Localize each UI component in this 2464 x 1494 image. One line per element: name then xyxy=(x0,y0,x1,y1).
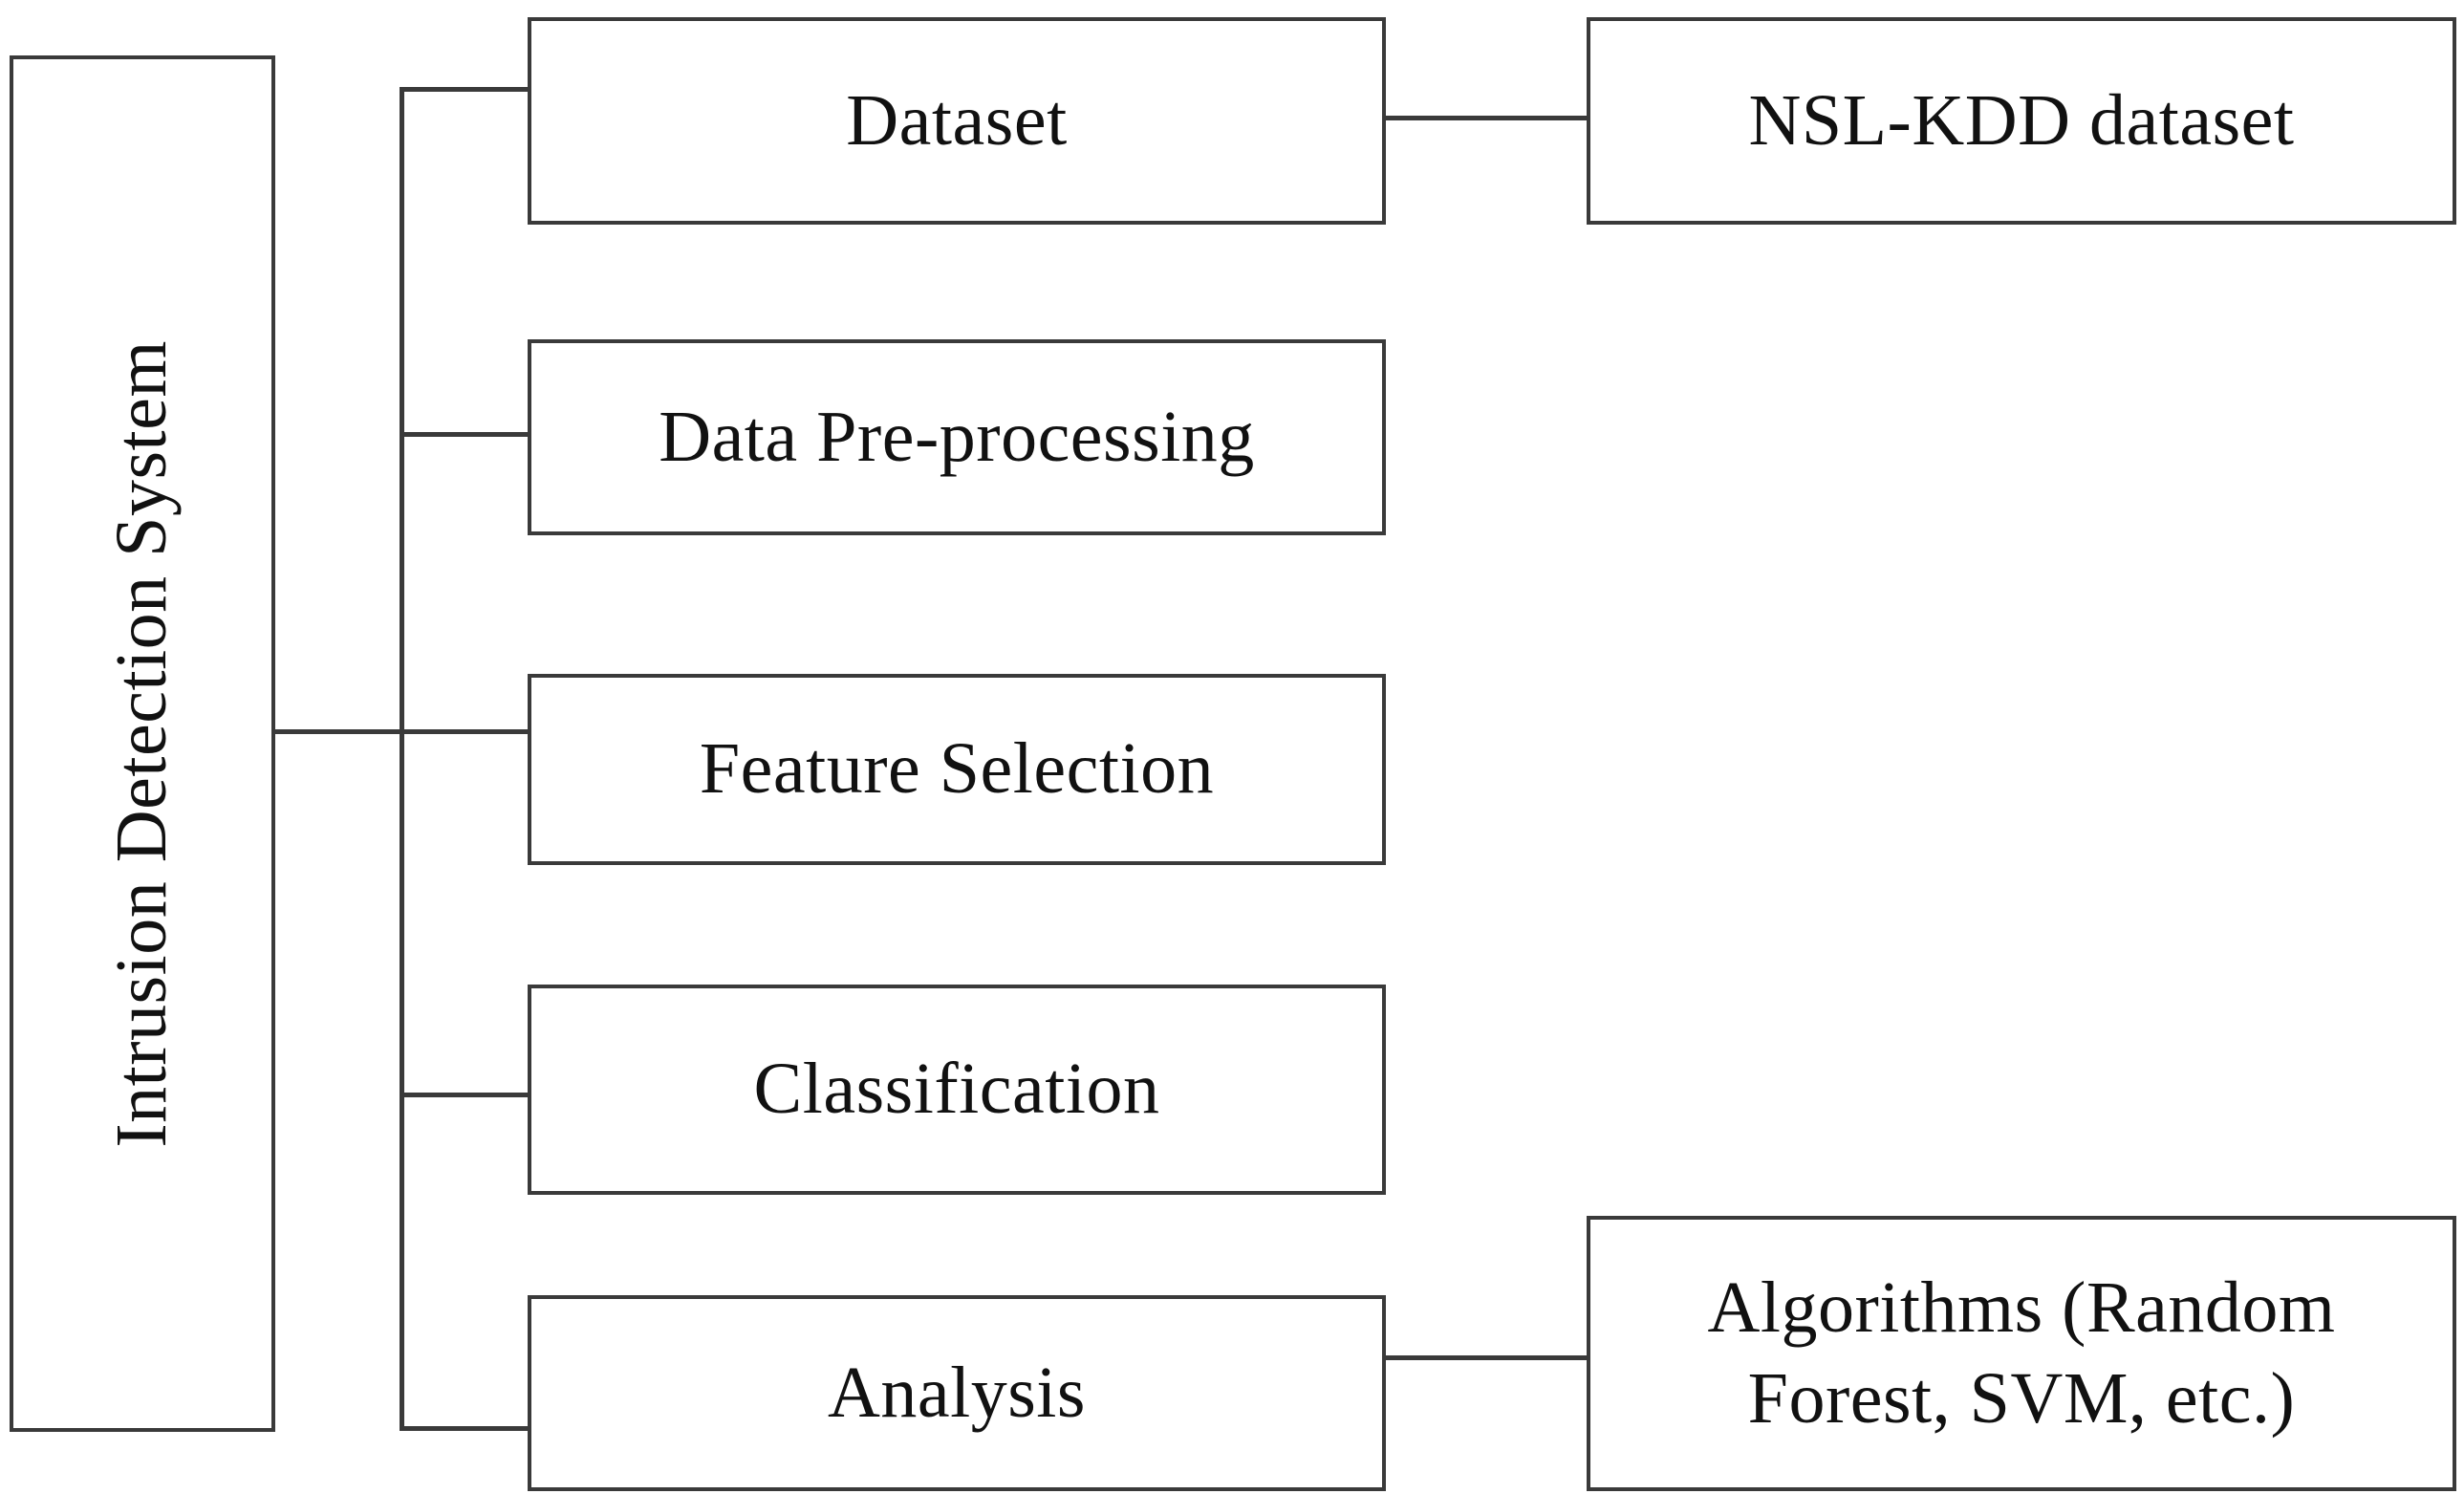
node-label-dataset: Dataset xyxy=(846,79,1068,161)
node-label-algorithms-line1: Algorithms (Random xyxy=(1707,1267,2336,1348)
connector-root-to-trunk xyxy=(273,729,403,734)
node-label-algorithms: Algorithms (Random Forest, SVM, etc.) xyxy=(1696,1263,2346,1444)
connector-trunk-to-preprocessing xyxy=(400,432,530,437)
node-classification[interactable]: Classification xyxy=(528,985,1386,1195)
node-feature-selection[interactable]: Feature Selection xyxy=(528,674,1386,865)
node-data-pre-processing[interactable]: Data Pre-processing xyxy=(528,339,1386,535)
node-algorithms[interactable]: Algorithms (Random Forest, SVM, etc.) xyxy=(1587,1216,2456,1491)
node-label-feature-selection: Feature Selection xyxy=(699,728,1215,810)
connector-analysis-to-algorithms xyxy=(1384,1355,1589,1360)
node-label-nsl-kdd-dataset: NSL-KDD dataset xyxy=(1748,79,2295,161)
node-intrusion-detection-system[interactable]: Intrusion Detection System xyxy=(10,55,275,1432)
node-label-root: Intrusion Detection System xyxy=(101,339,183,1148)
connector-trunk-to-dataset xyxy=(400,87,530,92)
connector-trunk-to-classification xyxy=(400,1093,530,1097)
node-nsl-kdd-dataset[interactable]: NSL-KDD dataset xyxy=(1587,17,2456,225)
connector-dataset-to-nslkdd xyxy=(1384,116,1589,120)
connector-trunk-vertical xyxy=(400,87,404,1431)
node-label-algorithms-line2: Forest, SVM, etc.) xyxy=(1747,1358,2296,1439)
node-label-analysis: Analysis xyxy=(828,1352,1086,1433)
node-label-classification: Classification xyxy=(753,1049,1160,1130)
node-analysis[interactable]: Analysis xyxy=(528,1295,1386,1491)
connector-trunk-to-analysis xyxy=(400,1426,530,1431)
node-dataset[interactable]: Dataset xyxy=(528,17,1386,225)
connector-trunk-to-feature xyxy=(400,729,530,734)
node-label-preprocessing: Data Pre-processing xyxy=(659,396,1255,477)
